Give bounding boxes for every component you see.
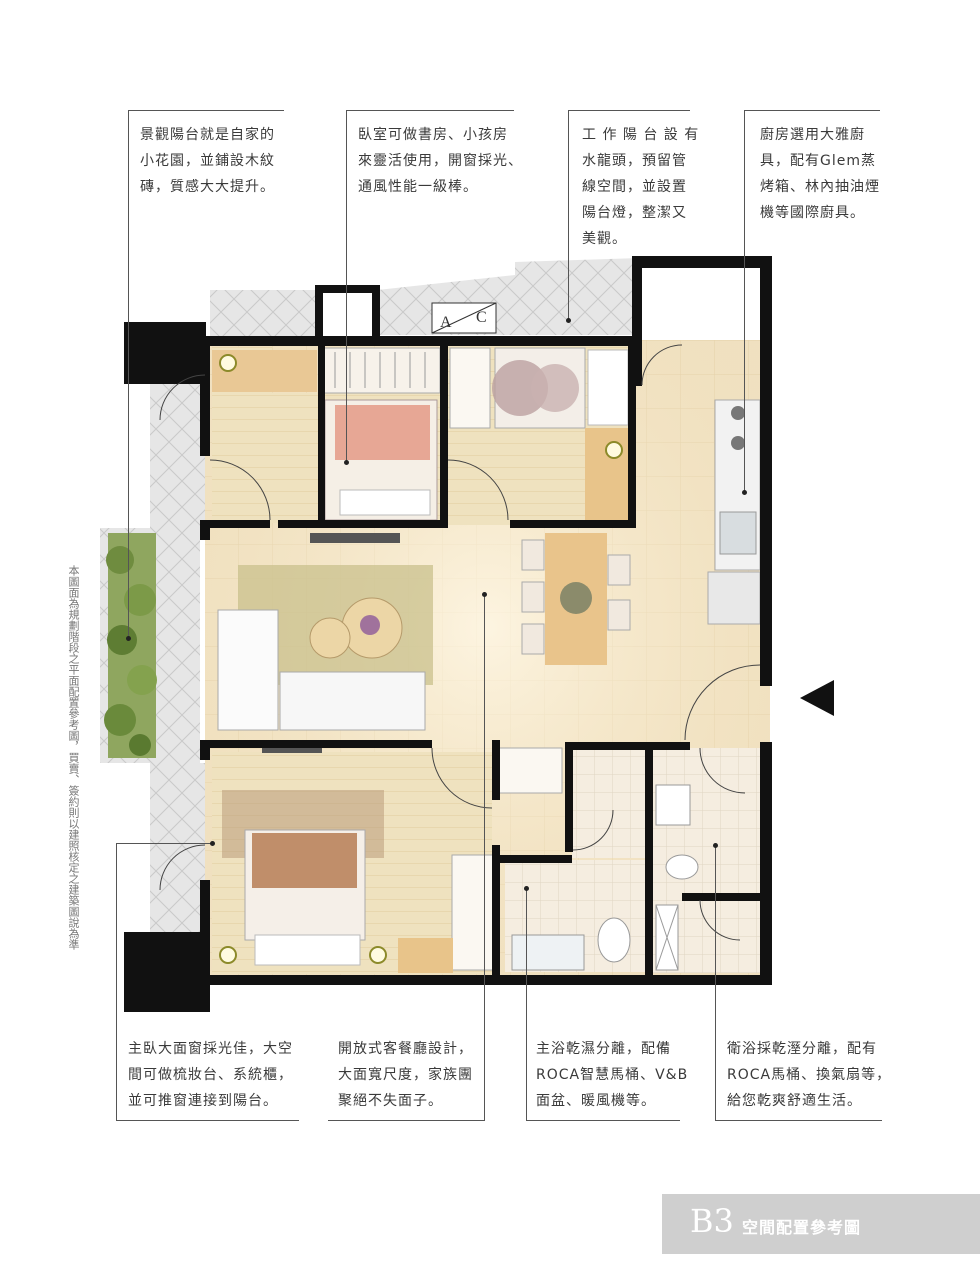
- tv-living: [310, 533, 400, 543]
- basin-guest: [655, 784, 691, 826]
- vanity: [398, 938, 453, 973]
- stove-burner: [731, 406, 745, 420]
- toilet-master: [597, 917, 631, 963]
- desk-bedroom3: [585, 428, 630, 520]
- lamp-icon: [219, 946, 237, 964]
- tv-master: [262, 745, 322, 753]
- toilet-guest: [665, 854, 699, 880]
- kitchen-sink: [719, 511, 757, 555]
- coffee-table-small: [309, 617, 351, 659]
- fridge: [707, 571, 761, 625]
- dining-chair: [521, 539, 545, 571]
- lamp-icon: [369, 946, 387, 964]
- plan-badge: B3 空間配置參考圖: [662, 1194, 980, 1254]
- callout-balcony-garden: 景觀陽台就是自家的 小花園，並鋪設木紋 磚，質感大大提升。: [140, 127, 275, 195]
- entrance-arrow-icon: [800, 680, 834, 716]
- wardrobe: [321, 347, 441, 394]
- callout-guest-bath: 衛浴採乾溼分離，配有 ROCA馬桶、換氣扇等， 給您乾爽舒適生活。: [727, 1041, 892, 1109]
- service-balcony: [515, 258, 640, 335]
- unit-code: B3: [690, 1202, 734, 1240]
- planter-greenery: [104, 533, 157, 758]
- bed-master: [244, 829, 366, 966]
- callout-kitchen: 廚房選用大雅廚 具，配有Glem蒸 烤箱、林內抽油煙 機等國際廚具。: [760, 127, 880, 221]
- lamp-icon: [219, 354, 237, 372]
- ac-label-c: C: [476, 309, 487, 326]
- shelf-bedroom3: [449, 347, 491, 429]
- disclaimer-note: 本圖面為規劃階段之平面配置參考圖，買賣、簽約則以建照核定之建築圖說為準: [67, 565, 80, 950]
- top-balcony-left: [210, 290, 315, 340]
- callout-bedroom-flex: 臥室可做書房、小孩房 來靈活使用，開窗採光、 通風性能一級棒。: [358, 127, 523, 195]
- sofa: [217, 609, 426, 731]
- callout-master-bath: 主浴乾濕分離，配備 ROCA智慧馬桶、V&B 面盆、暖風機等。: [536, 1041, 689, 1109]
- bed-bedroom2: [324, 399, 438, 521]
- master-wardrobe: [451, 854, 498, 971]
- walls: [124, 256, 772, 1012]
- bed-bedroom3: [492, 347, 629, 429]
- hall-closet: [496, 747, 563, 794]
- callout-living-dining: 開放式客餐廳設計， 大面寬尺度，家族團 聚絕不失面子。: [338, 1041, 473, 1109]
- callout-service-balcony: 工 作 陽 台 設 有 水龍頭，預留管 線空間，並設置 陽台燈，整潔又 美觀。: [582, 127, 700, 247]
- lamp-icon: [605, 441, 623, 459]
- badge-label: 空間配置參考圖: [742, 1218, 862, 1237]
- door-swings: [159, 344, 761, 941]
- bathtub: [511, 934, 585, 971]
- master-bath-dry: [572, 748, 650, 858]
- lower-left-balcony: [150, 763, 205, 933]
- callout-master-bedroom: 主臥大面窗採光佳，大空 間可做梳妝台、系統櫃， 並可推窗連接到陽台。: [128, 1041, 293, 1109]
- ac-label-a: A: [440, 314, 452, 331]
